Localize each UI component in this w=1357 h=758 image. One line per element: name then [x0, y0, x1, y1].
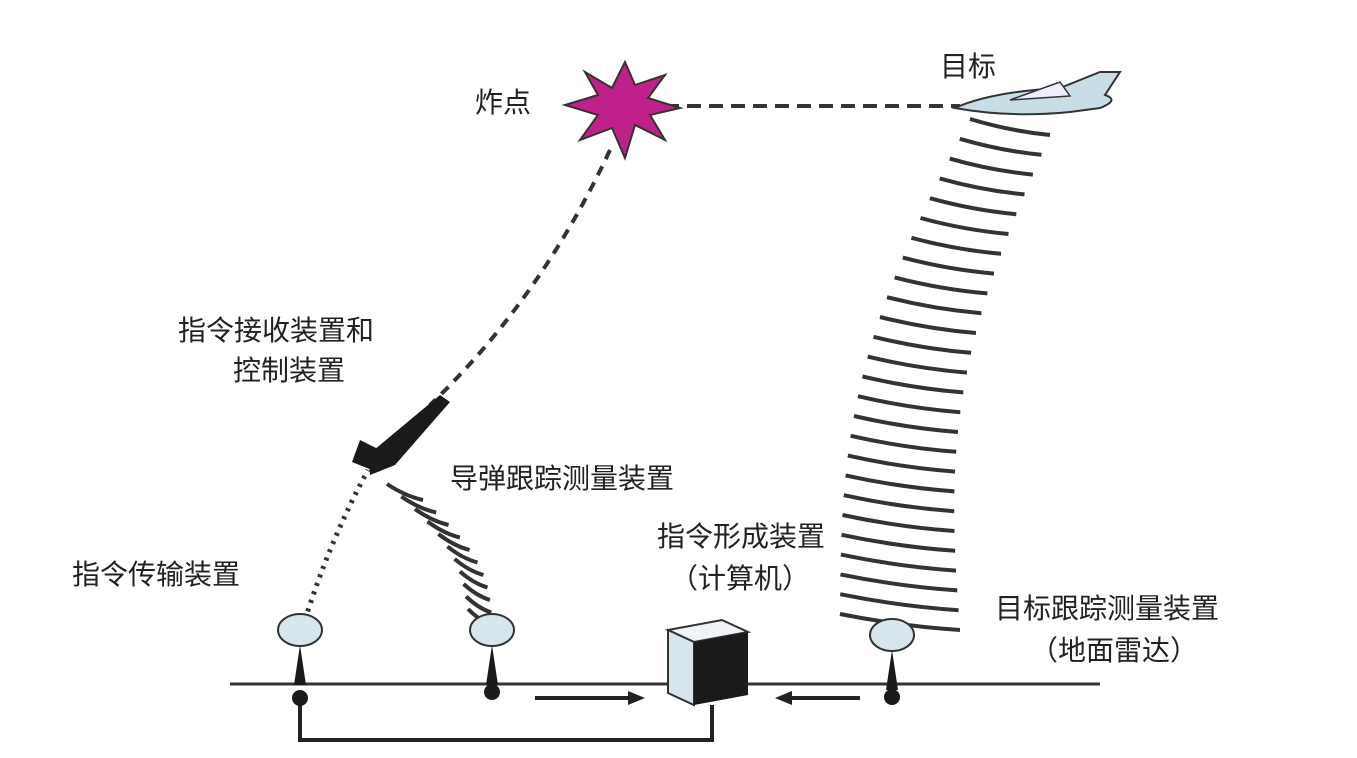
- receiver-label-line1: 指令接收装置和: [178, 314, 375, 347]
- missile-tracking-waves: [385, 482, 493, 627]
- wave-arc: [413, 507, 450, 527]
- wave-arc: [840, 572, 958, 593]
- transmitter-dish-icon: [277, 613, 323, 706]
- wave-arc: [446, 544, 479, 565]
- command-uplink: [302, 468, 371, 621]
- target-tracker-label-line2: （地面雷达）: [1030, 634, 1199, 667]
- missile-tracker-dish-icon: [469, 613, 515, 700]
- burst-icon: [561, 59, 684, 161]
- wave-arc: [902, 255, 995, 276]
- wave-arc: [840, 552, 957, 573]
- wave-arc: [949, 156, 1034, 177]
- radar-dish-icon: [869, 618, 915, 705]
- wave-arc: [879, 315, 977, 335]
- wave-arc: [959, 136, 1042, 157]
- wave-arc: [886, 295, 982, 316]
- wave-arc: [841, 532, 956, 553]
- wave-arc: [862, 374, 964, 395]
- wave-arc: [939, 176, 1025, 197]
- command-former-label-line2: （计算机）: [670, 562, 811, 595]
- wave-arc: [839, 592, 959, 613]
- wave-arc: [867, 354, 968, 375]
- target-plane-icon: [951, 71, 1122, 116]
- computer-icon: [664, 618, 752, 707]
- command-former-label-line1: 指令形成装置: [657, 520, 826, 553]
- wave-arc: [910, 235, 1002, 256]
- missile-icon: [352, 395, 450, 475]
- arrow-left: [775, 691, 860, 705]
- wave-arc: [853, 414, 959, 434]
- wave-arc: [850, 433, 957, 454]
- receiver-label-line2: 控制装置: [233, 354, 346, 387]
- wave-arc: [385, 482, 424, 502]
- transmitter-label: 指令传输装置: [72, 558, 241, 591]
- target-label: 目标: [940, 50, 997, 83]
- burst-point-label: 炸点: [475, 86, 532, 119]
- wave-arc: [843, 493, 955, 514]
- wave-arc: [873, 334, 972, 355]
- wave-arc: [842, 513, 955, 533]
- target-tracking-waves: [839, 117, 1051, 632]
- wave-arc: [969, 117, 1051, 137]
- wave-arc: [458, 569, 489, 590]
- wave-arc: [453, 557, 484, 577]
- arrow-right: [535, 691, 645, 705]
- wave-arc: [426, 519, 461, 540]
- missile-tracker-label: 导弹跟踪测量装置: [450, 462, 675, 495]
- target-tracker-label-line1: 目标跟踪测量装置: [995, 592, 1220, 625]
- missile-trajectory: [428, 149, 612, 407]
- wave-arc: [464, 595, 492, 615]
- wave-arc: [845, 473, 955, 494]
- wave-arc: [437, 532, 471, 552]
- wave-arc: [400, 494, 437, 515]
- wave-arc: [894, 275, 988, 296]
- wave-arc: [919, 216, 1009, 236]
- cable: [298, 700, 714, 742]
- wave-arc: [462, 582, 491, 602]
- wave-arc: [857, 394, 961, 415]
- wave-arc: [929, 196, 1017, 217]
- wave-arc: [847, 453, 956, 474]
